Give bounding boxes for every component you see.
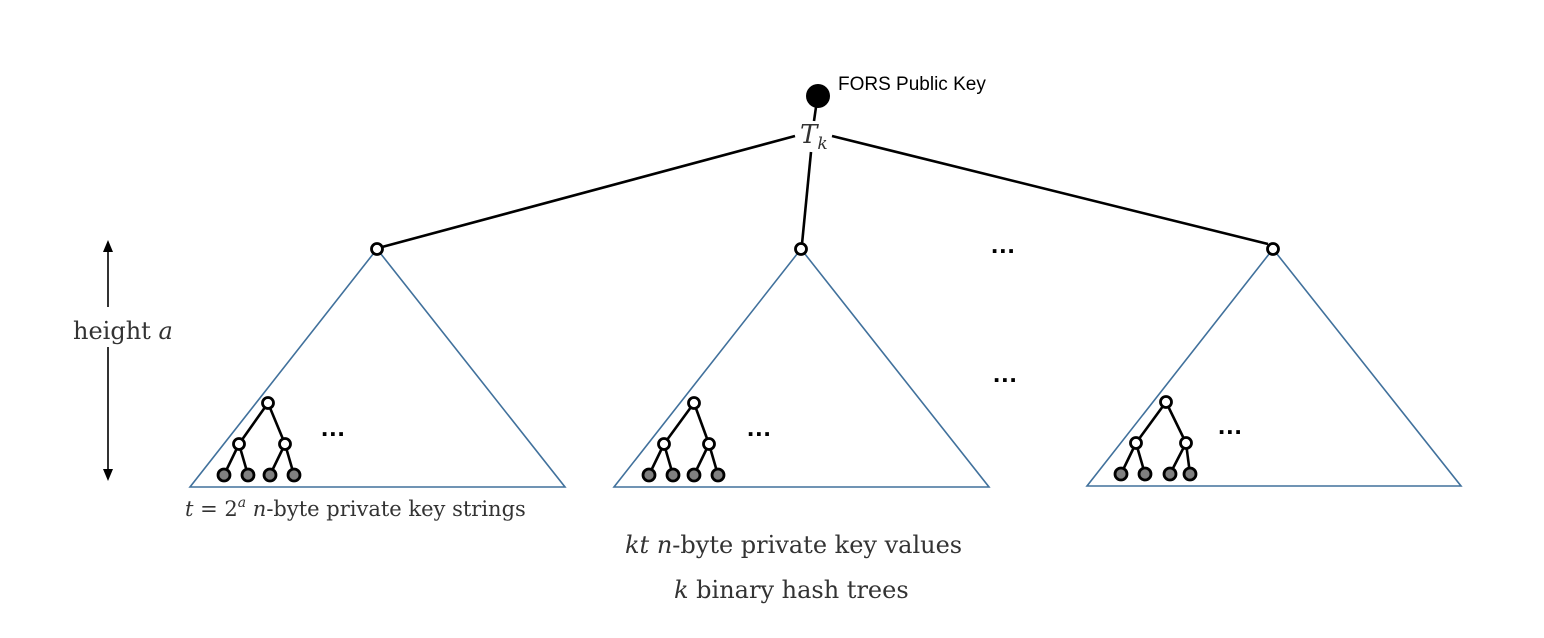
leaf-node	[240, 467, 256, 483]
subtree-node	[657, 437, 671, 451]
leaf-node	[1162, 466, 1178, 482]
tk-sub: k	[817, 134, 827, 154]
leaf-node	[641, 467, 657, 483]
leaf-node	[665, 467, 681, 483]
tree-2-triangle	[612, 247, 991, 488]
fors-public-key-node	[806, 84, 830, 108]
tk-to-tree2-edge	[800, 151, 813, 245]
subtree-node	[1179, 436, 1193, 450]
subtree-node	[232, 437, 246, 451]
fors-public-key-label: FORS Public Key	[838, 74, 986, 95]
root-to-tk-edge	[812, 106, 818, 122]
ellipsis-between-trees: ...	[993, 358, 1018, 388]
tree-1-root-node	[370, 242, 384, 256]
leaf-node	[1137, 466, 1153, 482]
leaf-node	[262, 467, 278, 483]
tk-to-tree1-edge	[381, 134, 796, 249]
tk-base: T	[800, 120, 819, 150]
leaf-node	[710, 467, 726, 483]
caption-private-key-values: kt n-byte private key values	[625, 531, 962, 559]
tk-label: Tk	[800, 120, 828, 154]
tree-1-subtree	[216, 396, 302, 483]
tree-k-subtree	[1113, 395, 1198, 482]
tree-2-subtree	[641, 396, 726, 483]
height-label: height a	[73, 317, 173, 345]
tk-to-treek-edge	[831, 134, 1269, 246]
subtree-node	[1129, 436, 1143, 450]
subtree-node	[261, 396, 275, 410]
leaf-node	[686, 467, 702, 483]
tree-1-triangle	[188, 247, 567, 488]
subtree-node	[702, 437, 716, 451]
ellipsis-subtree-1: ...	[321, 412, 346, 442]
tree-k-triangle	[1085, 247, 1463, 487]
leaf-node	[1182, 466, 1198, 482]
ellipsis-between-roots: ...	[991, 229, 1016, 259]
ellipsis-subtree-k: ...	[1218, 410, 1243, 440]
tree-k-root-node	[1266, 242, 1280, 256]
leaf-node	[286, 467, 302, 483]
caption-binary-hash-trees: k binary hash trees	[674, 576, 909, 604]
ellipsis-subtree-2: ...	[747, 412, 772, 442]
tree-2-root-node	[794, 242, 808, 256]
subtree-node	[1159, 395, 1173, 409]
subtree-node	[687, 396, 701, 410]
left-tree-caption: t = 2a n-byte private key strings	[185, 495, 526, 521]
height-arrow	[103, 240, 113, 481]
subtree-node	[278, 437, 292, 451]
leaf-node	[1113, 466, 1129, 482]
leaf-node	[216, 467, 232, 483]
